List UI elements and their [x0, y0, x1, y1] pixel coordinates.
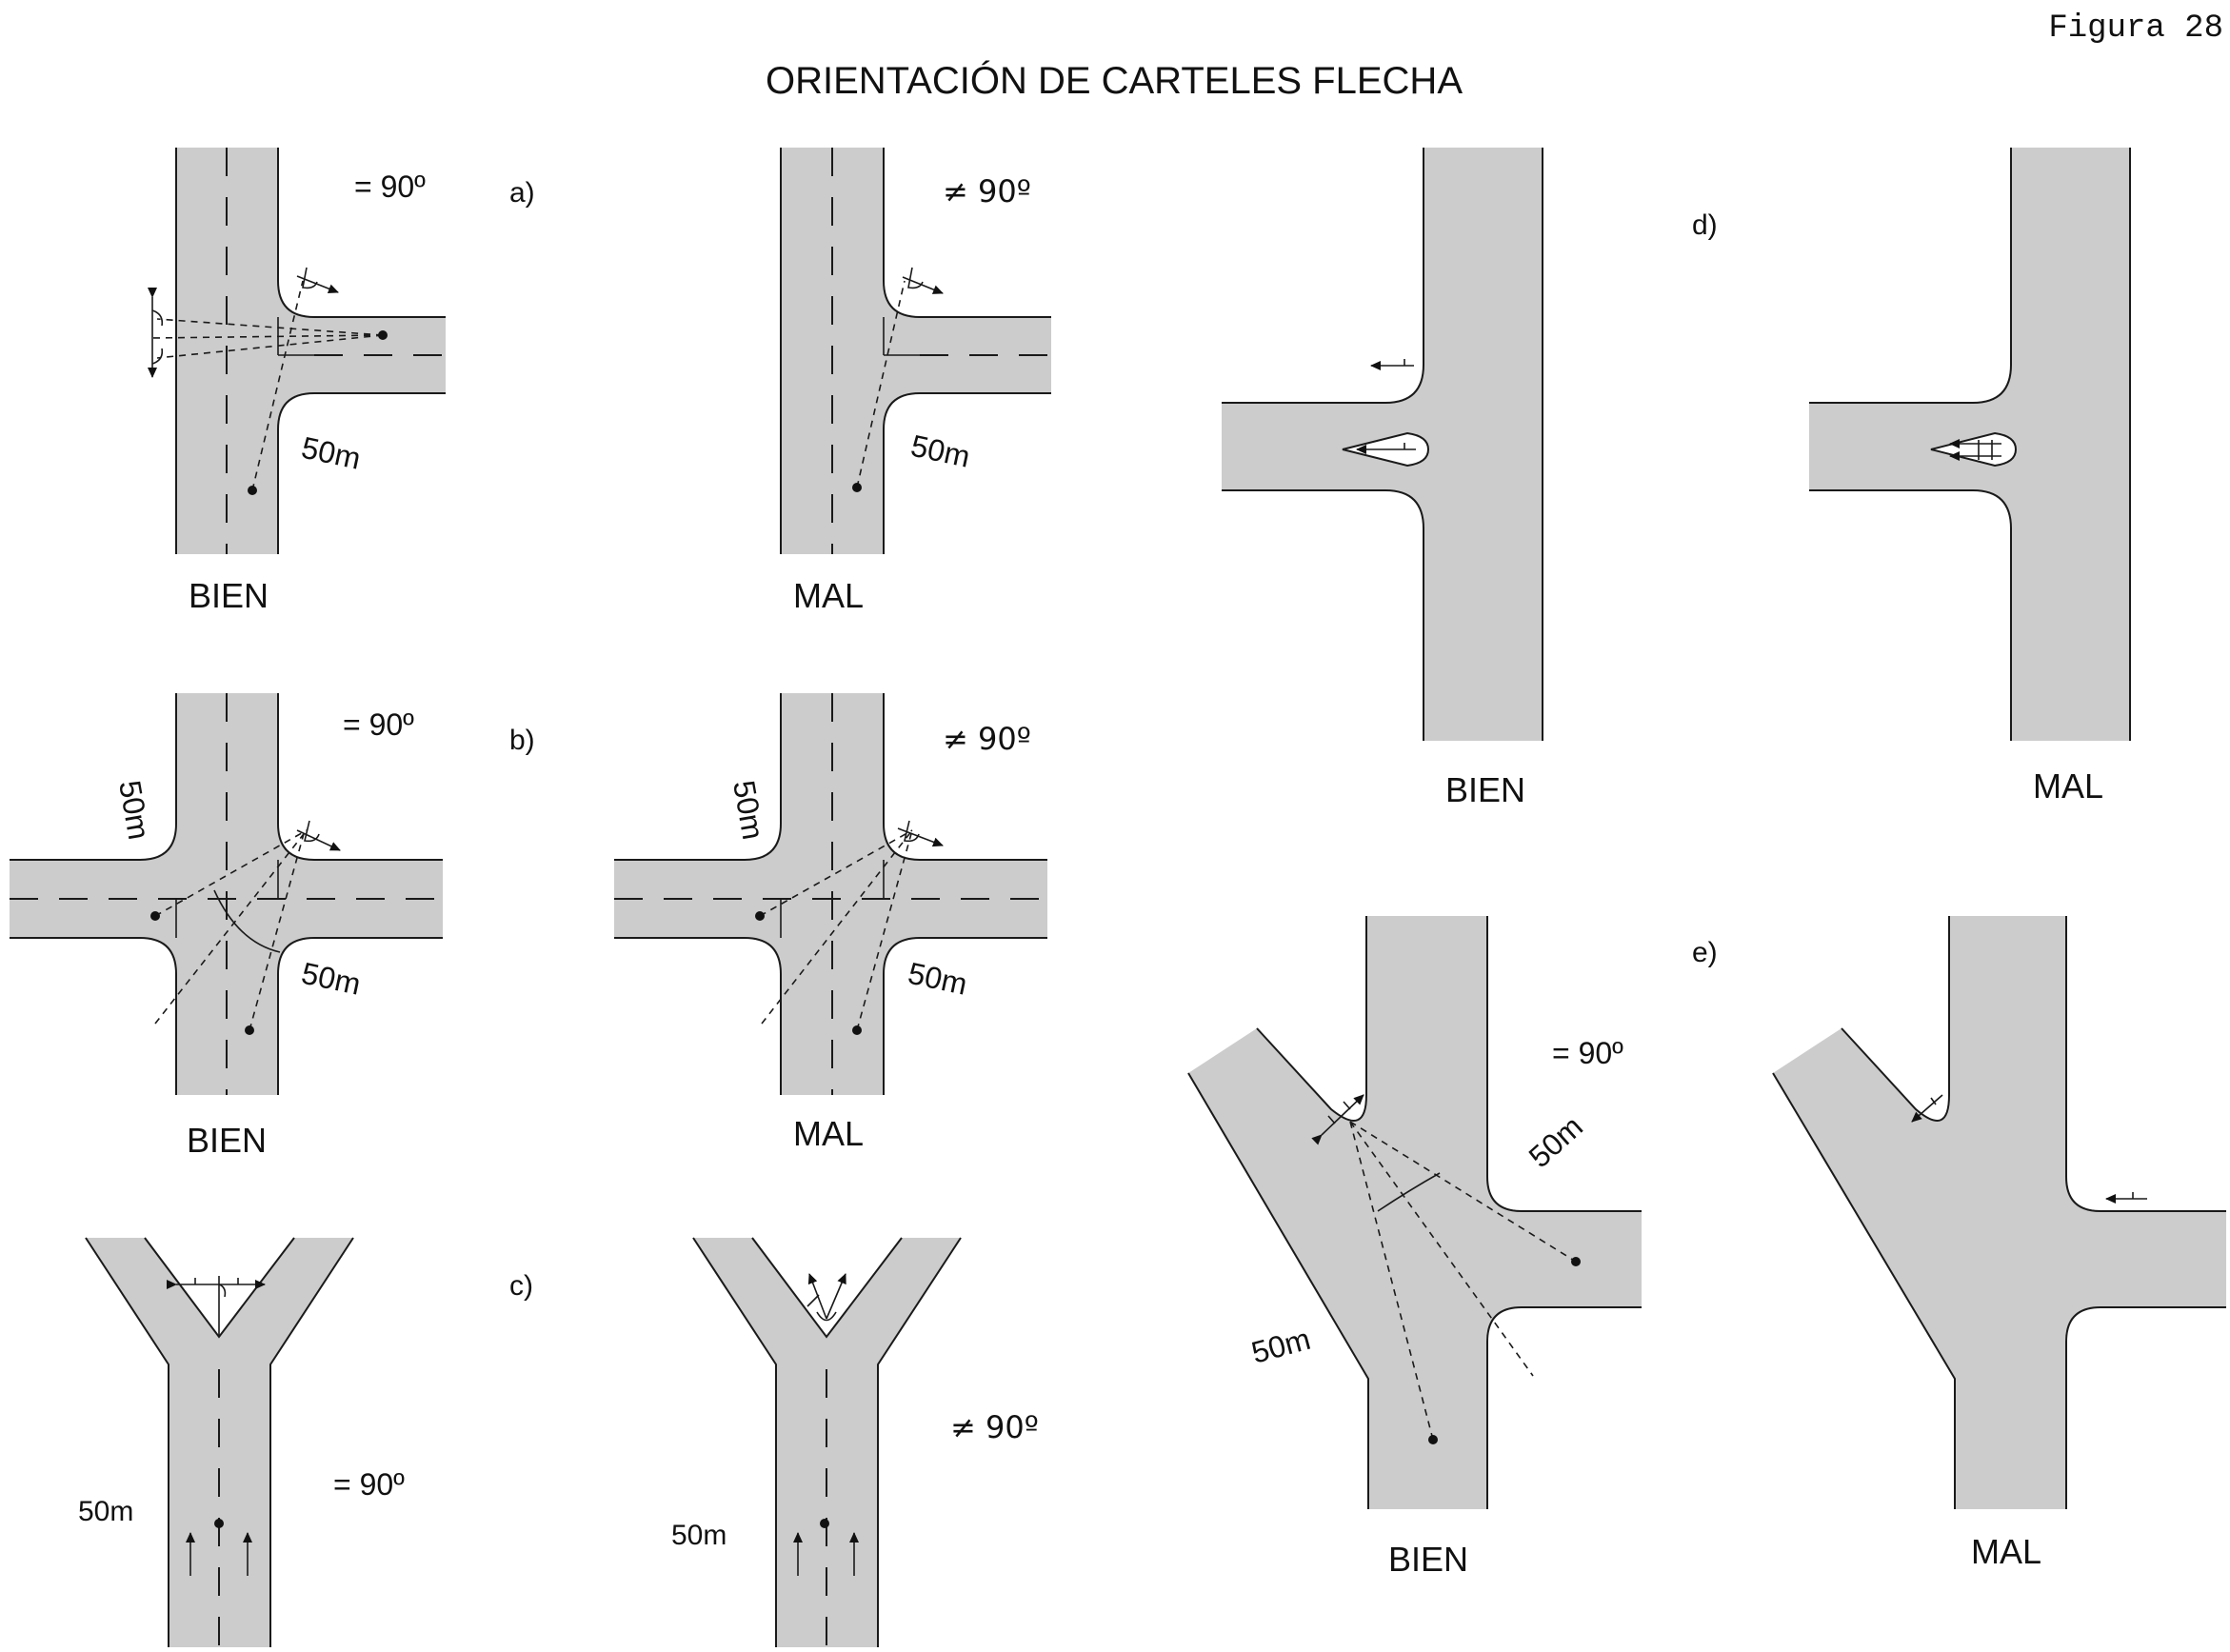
figure-number: Figura 28 [2048, 10, 2223, 47]
distance-right-label: 50m [1523, 1109, 1589, 1174]
panel-a-bien: = 90º 50m BIEN [148, 148, 446, 615]
angle-label: ≠ 90º [943, 173, 1031, 209]
panel-d-bien: BIEN [1222, 148, 1543, 809]
bien-label: BIEN [1388, 1540, 1468, 1579]
distance-left-label: 50m [1247, 1322, 1313, 1370]
panel-a-mal: ≠ 90º 50m MAL [780, 148, 1051, 615]
distance-right-label: 50m [906, 956, 970, 1002]
angle-label: ≠ 90º [950, 1409, 1039, 1445]
mal-label: MAL [793, 1114, 864, 1153]
figure-title: ORIENTACIÓN DE CARTELES FLECHA [766, 59, 1463, 102]
angle-label: = 90º [354, 169, 426, 204]
panel-b-mal: ≠ 90º 50m 50m MAL [614, 693, 1047, 1153]
mal-label: MAL [1971, 1532, 2041, 1571]
panel-tag-d: d) [1692, 209, 1718, 241]
distance-label: 50m [299, 430, 364, 476]
distance-label: 50m [671, 1520, 727, 1551]
angle-label: = 90º [333, 1467, 405, 1502]
angle-label: ≠ 90º [943, 721, 1031, 757]
panel-b-bien: = 90º 50m 50m BIEN [10, 693, 443, 1160]
panel-e-mal: MAL [1772, 916, 2226, 1571]
panel-tag-e: e) [1692, 937, 1718, 968]
panel-e-bien: = 90º 50m 50m BIEN [1187, 916, 1642, 1579]
angle-label: = 90º [1552, 1036, 1623, 1070]
panel-c-bien: = 90º 50m [78, 1237, 405, 1647]
distance-top-label: 50m [727, 778, 770, 843]
angle-label: = 90º [343, 707, 414, 742]
distance-right-label: 50m [299, 956, 364, 1002]
bien-label: BIEN [1445, 770, 1525, 809]
panel-tag-c: c) [509, 1270, 533, 1302]
distance-label: 50m [78, 1496, 133, 1527]
panel-d-mal: MAL [1809, 148, 2131, 806]
mal-label: MAL [793, 576, 864, 615]
panel-tag-b: b) [509, 725, 535, 756]
bien-label: BIEN [187, 1121, 267, 1160]
distance-label: 50m [908, 428, 973, 474]
bien-label: BIEN [189, 576, 269, 615]
distance-top-label: 50m [112, 778, 156, 843]
panel-tag-a: a) [509, 177, 535, 209]
mal-label: MAL [2033, 766, 2103, 806]
panel-c-mal: ≠ 90º 50m [671, 1237, 1039, 1647]
